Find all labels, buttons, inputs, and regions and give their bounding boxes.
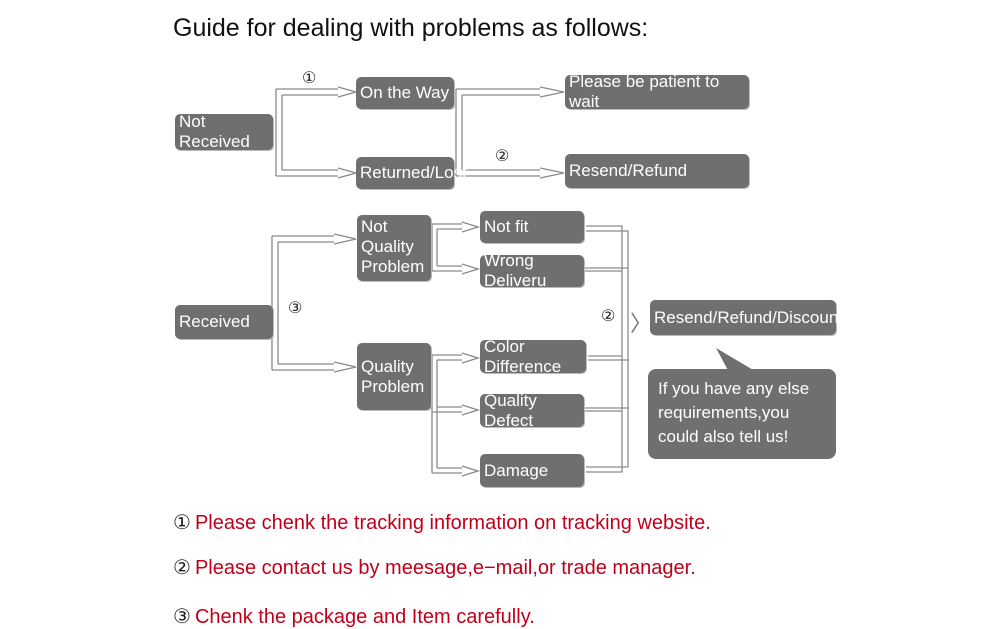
box-color-difference: Color Difference: [480, 337, 586, 376]
box-quality-problem: Quality Problem: [357, 343, 431, 410]
arrow-quality: [333, 361, 357, 373]
marker-three: ③: [288, 300, 303, 317]
connector-quality: [431, 354, 462, 474]
box-not-fit: Not fit: [480, 211, 584, 243]
bubble-tail: [716, 348, 760, 374]
box-resend-refund-discount: Resend/Refund/Discount: [650, 300, 843, 335]
note-1-number: ①: [173, 512, 191, 534]
marker-one: ①: [302, 70, 317, 87]
box-resend-refund: Resend/Refund: [565, 154, 749, 188]
arrow-resend-refund: [539, 167, 565, 179]
arrow-on-the-way: [337, 86, 359, 98]
box-on-the-way: On the Way: [356, 77, 454, 109]
connector-not-quality: [431, 223, 462, 272]
note-2-text: Please contact us by meesage,e−mail,or t…: [194, 557, 696, 579]
page-title: Guide for dealing with problems as follo…: [173, 14, 649, 42]
box-damage: Damage: [480, 454, 584, 487]
note-3-number: ③: [173, 606, 191, 628]
box-returned-lost: Returned/Lost: [356, 157, 467, 189]
box-wrong-delivery: Wrong Deliveru: [480, 251, 584, 290]
connector-not-received: [275, 88, 338, 177]
note-3-text: Chenk the package and Item carefully.: [194, 606, 535, 628]
arrow-not-fit: [461, 221, 481, 233]
note-2-number: ②: [173, 557, 191, 579]
speech-bubble: If you have any else requirements,you co…: [648, 369, 836, 459]
arrow-color-difference: [461, 352, 481, 364]
arrow-please-wait: [539, 86, 565, 98]
box-received: Received: [175, 305, 273, 339]
connector-collector: [584, 225, 629, 473]
box-please-wait: Please be patient to wait: [565, 72, 749, 111]
arrow-quality-defect: [461, 404, 481, 416]
marker-two-top: ②: [495, 148, 510, 165]
chevron-right-icon: 〉: [630, 311, 653, 336]
connector-outcomes: [455, 88, 540, 177]
arrow-returned: [337, 167, 359, 179]
arrow-not-quality: [333, 233, 357, 245]
connector-received: [271, 235, 334, 371]
box-quality-defect: Quality Defect: [480, 391, 584, 430]
marker-two-right: ②: [601, 308, 616, 325]
box-not-quality-problem: Not Quality Problem: [357, 215, 431, 281]
arrow-wrong-delivery: [461, 263, 481, 275]
arrow-damage: [461, 465, 481, 477]
box-not-received: Not Received: [175, 112, 273, 151]
note-1-text: Please chenk the tracking information on…: [194, 512, 711, 534]
